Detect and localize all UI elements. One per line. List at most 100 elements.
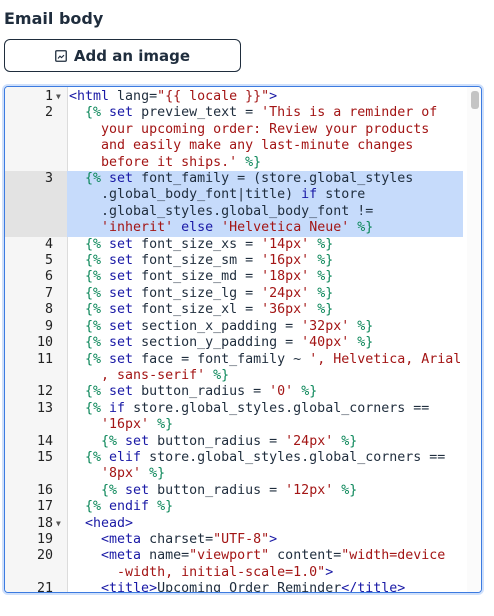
code-line[interactable]: 11 {% set face = font_family ~ ', Helvet…	[5, 352, 481, 385]
code-token: '40px'	[301, 335, 350, 351]
code-line[interactable]: 8 {% set font_size_xl = '36px' %}	[5, 302, 481, 318]
code-token: section_y_padding =	[141, 335, 302, 351]
code-token: %}	[333, 433, 358, 449]
code-text: <head>	[69, 516, 463, 532]
scroll-track	[467, 87, 481, 592]
code-token: set	[101, 302, 142, 318]
code-line[interactable]: 18▼ <head>	[5, 516, 481, 532]
code-token: set	[101, 384, 142, 400]
code-token: set	[101, 171, 142, 187]
code-line[interactable]: 12 {% set button_radius = '0' %}	[5, 384, 481, 400]
code-line[interactable]: 17 {% endif %}	[5, 499, 481, 515]
code-token: {%	[85, 449, 102, 465]
line-number: 17	[36, 499, 53, 515]
code-line[interactable]: 10 {% set section_y_padding = '40px' %}	[5, 335, 481, 351]
code-text: {% set font_family = (store.global_style…	[69, 171, 463, 237]
code-line[interactable]: 19 <meta charset="UTF-8">	[5, 532, 481, 548]
scrollbar-thumb[interactable]	[471, 91, 479, 109]
code-token: '18px'	[261, 269, 310, 285]
code-text: {% set section_x_padding = '32px' %}	[69, 319, 463, 335]
code-token: '16px'	[101, 417, 150, 433]
code-token: <meta	[101, 531, 150, 547]
code-token: {%	[101, 482, 118, 498]
code-token: {%	[85, 285, 102, 301]
line-number: 20	[36, 548, 53, 564]
code-token: %}	[205, 367, 230, 383]
code-token: {%	[85, 105, 102, 121]
code-token: set	[101, 318, 142, 334]
code-line[interactable]: 20 <meta name="viewport" content="width=…	[5, 548, 481, 581]
code-token: '24px'	[261, 285, 310, 301]
email-body-title: Email body	[4, 9, 104, 28]
code-token: 'inherit'	[101, 220, 174, 236]
code-token: set	[101, 105, 142, 121]
code-line[interactable]: 1▼<html lang="{{ locale }}">	[5, 89, 481, 105]
code-text: {% set preview_text = 'This is a reminde…	[69, 105, 463, 171]
code-token: elif	[101, 449, 150, 465]
code-token: set	[101, 269, 142, 285]
code-text: {% set button_radius = '0' %}	[69, 384, 463, 400]
code-token: {%	[85, 171, 102, 187]
code-line[interactable]: 2 {% set preview_text = 'This is a remin…	[5, 105, 481, 171]
code-token	[69, 548, 101, 563]
line-number: 7	[44, 285, 53, 301]
line-number: 12	[36, 384, 53, 400]
fold-arrow-icon[interactable]: ▼	[56, 518, 61, 528]
code-token: {%	[85, 253, 102, 269]
line-number: 4	[44, 236, 53, 252]
code-line[interactable]: 13 {% if store.global_styles.global_corn…	[5, 401, 481, 434]
code-token: set	[101, 285, 142, 301]
code-token: %}	[309, 302, 334, 318]
code-line[interactable]: 3 {% set font_family = (store.global_sty…	[5, 171, 481, 237]
code-token: ', Helvetica, Arial , sans-serif'	[101, 351, 462, 383]
line-number: 15	[36, 449, 53, 465]
code-token: set	[101, 236, 142, 252]
code-token: 'Helvetica Neue'	[221, 220, 350, 236]
code-token: {%	[85, 400, 102, 416]
code-token: charset=	[149, 531, 214, 547]
code-text: <title>Upcoming Order Reminder</title>	[69, 581, 463, 593]
code-token: button_radius =	[157, 433, 286, 449]
code-token: font_size_lg =	[141, 285, 262, 301]
code-token: %}	[349, 318, 374, 334]
code-text: {% set section_y_padding = '40px' %}	[69, 335, 463, 351]
code-token: '24px'	[285, 433, 334, 449]
code-token	[69, 269, 85, 284]
code-token: name=	[149, 548, 190, 564]
code-line[interactable]: 14 {% set button_radius = '24px' %}	[5, 434, 481, 450]
code-token: set	[117, 482, 158, 498]
code-line[interactable]: 9 {% set section_x_padding = '32px' %}	[5, 319, 481, 335]
code-token: >	[269, 89, 278, 104]
code-area[interactable]: 1▼<html lang="{{ locale }}">2 {% set pre…	[5, 89, 481, 592]
code-token: store .global_styles.global_body_font !=	[101, 187, 374, 219]
code-line[interactable]: 7 {% set font_size_lg = '24px' %}	[5, 286, 481, 302]
add-image-button[interactable]: Add an image	[4, 39, 241, 72]
code-token: set	[101, 253, 142, 269]
fold-arrow-icon[interactable]: ▼	[56, 92, 61, 101]
code-token	[69, 532, 101, 547]
code-line[interactable]: 4 {% set font_size_xs = '14px' %}	[5, 237, 481, 253]
code-token: content=	[269, 548, 342, 564]
code-token: <title>	[101, 581, 158, 593]
code-token: {%	[85, 335, 102, 351]
code-token: Upcoming Order Reminder	[157, 581, 342, 593]
code-line[interactable]: 16 {% set button_radius = '12px' %}	[5, 483, 481, 499]
code-token	[69, 516, 85, 531]
line-number: 16	[36, 482, 53, 498]
code-token	[69, 499, 85, 514]
code-editor[interactable]: 1▼<html lang="{{ locale }}">2 {% set pre…	[4, 86, 482, 593]
code-line[interactable]: 15 {% elif store.global_styles.global_co…	[5, 450, 481, 483]
code-token: {%	[85, 318, 102, 334]
code-token: >	[269, 531, 278, 547]
code-token	[69, 319, 85, 334]
code-token: {%	[85, 499, 102, 515]
code-token	[69, 401, 85, 416]
line-number: 10	[36, 335, 53, 351]
code-line[interactable]: 6 {% set font_size_md = '18px' %}	[5, 269, 481, 285]
code-line[interactable]: 21 <title>Upcoming Order Reminder</title…	[5, 581, 481, 593]
code-token: </title>	[341, 581, 406, 593]
line-number: 14	[36, 433, 53, 449]
code-line[interactable]: 5 {% set font_size_sm = '16px' %}	[5, 253, 481, 269]
code-token	[69, 384, 85, 399]
code-token: "{{ locale }}"	[157, 89, 270, 104]
